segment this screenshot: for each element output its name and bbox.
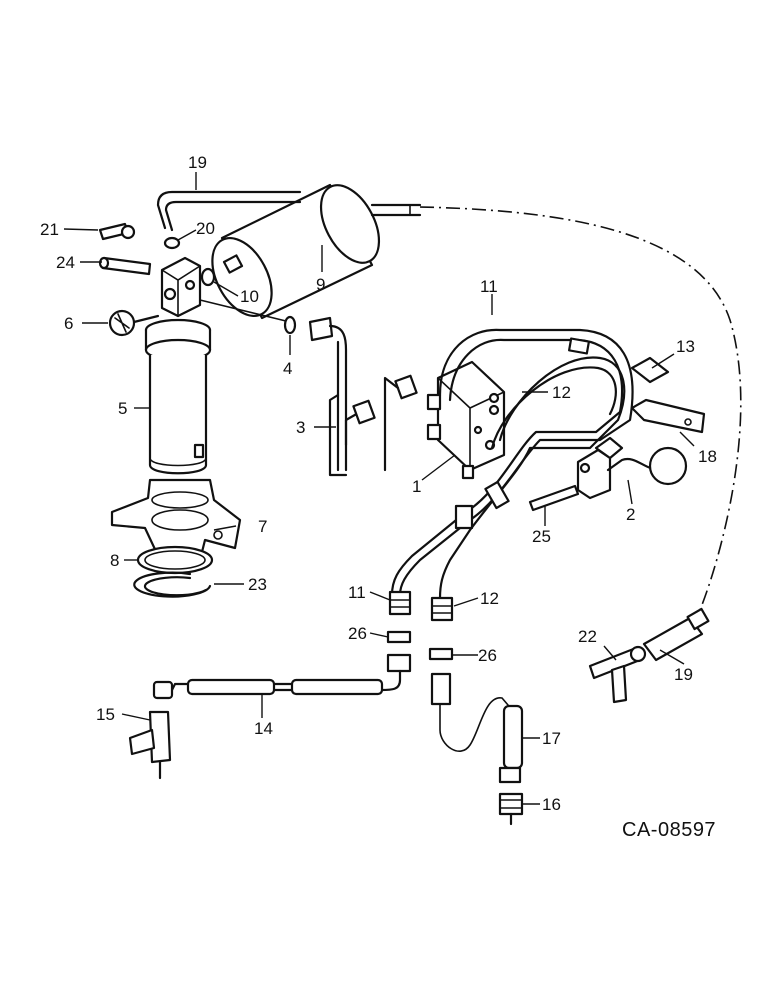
callout-17: 17 xyxy=(542,729,561,748)
callout-11-top: 11 xyxy=(480,277,498,296)
callout-23: 23 xyxy=(248,575,267,594)
callout-10: 10 xyxy=(240,287,259,306)
callout-3: 3 xyxy=(296,418,305,437)
plate-18 xyxy=(630,398,706,434)
tube-11 xyxy=(398,328,634,597)
callout-20: 20 xyxy=(196,219,215,238)
callout-26-right: 26 xyxy=(478,646,497,665)
callout-11-bottom: 11 xyxy=(348,583,366,602)
callout-5: 5 xyxy=(118,399,127,418)
tee-15 xyxy=(128,710,172,780)
washer-4 xyxy=(283,315,297,335)
callout-8: 8 xyxy=(110,551,119,570)
callout-22: 22 xyxy=(578,627,597,646)
tube-12 xyxy=(438,356,626,600)
bracket-7 xyxy=(110,478,242,562)
o-ring-20 xyxy=(163,236,181,250)
snap-ring-23 xyxy=(133,571,212,598)
hose-14 xyxy=(152,669,402,700)
sensor-16 xyxy=(498,792,524,826)
callout-21: 21 xyxy=(40,220,59,239)
clip-13 xyxy=(630,356,670,384)
capillary-17 xyxy=(439,697,524,784)
knob-6 xyxy=(108,309,160,337)
pin-24 xyxy=(98,256,152,276)
callout-12-top: 12 xyxy=(552,383,571,402)
drawing-code: CA-08597 xyxy=(622,819,716,841)
fitting-22 xyxy=(588,645,647,704)
callout-12-bottom: 12 xyxy=(480,589,499,608)
fittings-right xyxy=(428,596,454,706)
callout-6: 6 xyxy=(64,314,73,333)
valve-block-1 xyxy=(426,360,506,480)
pin-25 xyxy=(528,484,580,512)
lever-2 xyxy=(576,436,688,500)
tube-3 xyxy=(308,316,418,477)
receiver-drier-tank xyxy=(211,183,422,320)
callout-18: 18 xyxy=(698,447,717,466)
callout-4: 4 xyxy=(283,359,292,378)
leader-lines xyxy=(63,172,695,805)
callout-1: 1 xyxy=(412,477,421,496)
callout-19-bottom: 19 xyxy=(674,665,693,684)
callout-7: 7 xyxy=(258,517,267,536)
valve-head xyxy=(160,256,291,323)
fittings-left xyxy=(386,590,412,673)
o-ring-10 xyxy=(200,267,216,287)
clamp-21 xyxy=(98,222,136,241)
callout-9: 9 xyxy=(316,275,325,294)
callout-13: 13 xyxy=(676,337,695,356)
upper-tube xyxy=(156,190,302,230)
callout-16: 16 xyxy=(542,795,561,814)
hose-19 xyxy=(642,607,710,662)
callout-labels: 19 20 21 24 9 10 11 6 4 12 13 3 5 1 18 2… xyxy=(40,153,717,814)
callout-25: 25 xyxy=(532,527,551,546)
callout-14: 14 xyxy=(254,719,273,738)
callout-24: 24 xyxy=(56,253,75,272)
filter-body-5 xyxy=(144,318,212,475)
callout-2: 2 xyxy=(626,505,635,524)
callout-19-top: 19 xyxy=(188,153,207,172)
callout-26-left: 26 xyxy=(348,624,367,643)
callout-15: 15 xyxy=(96,705,115,724)
routing-line xyxy=(419,206,742,611)
